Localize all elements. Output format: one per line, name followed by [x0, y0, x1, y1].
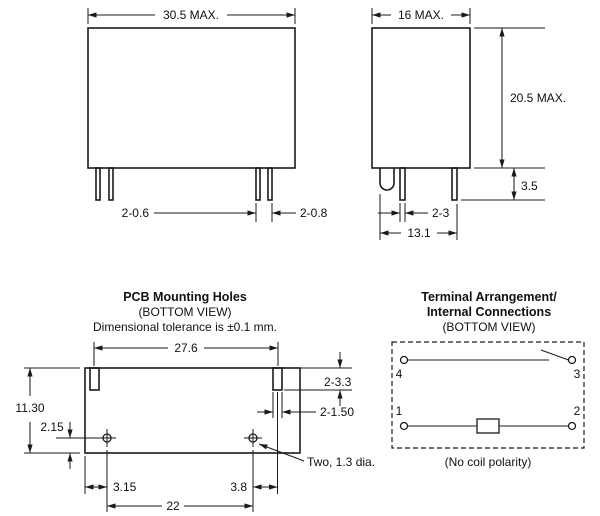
terminal-3-label: 3 [574, 367, 581, 381]
dim-3-8: 3.8 [230, 480, 247, 494]
switch-blade-line [540, 349, 569, 361]
terminal-view-label: (BOTTOM VIEW) [442, 320, 535, 334]
mounting-slot [272, 367, 283, 391]
relay-pin [108, 167, 114, 201]
dimension-width-30-5: 30.5 MAX. [87, 8, 296, 24]
pcb-view-label: (BOTTOM VIEW) [138, 305, 231, 319]
terminal-1-label: 1 [396, 404, 403, 418]
dimension-height-11-30: 11.30 [15, 367, 80, 454]
terminal-circle [399, 421, 409, 431]
dimension-front-pins: 2-0.6 2-0.8 [122, 203, 328, 222]
front-view-drawing: 30.5 MAX. 2-0.6 2-0.8 [87, 8, 328, 222]
dim-2-1-50: 2-1.50 [320, 405, 354, 419]
internal-connections-border [391, 341, 585, 449]
pcb-mounting-holes-drawing: PCB Mounting Holes (BOTTOM VIEW) Dimensi… [15, 290, 375, 513]
terminal-2-label: 2 [574, 404, 581, 418]
dimension-hole-offset-2-15: 2.15 [40, 420, 100, 469]
holes-note: Two, 1.3 dia. [307, 455, 375, 469]
dim-3-15: 3.15 [113, 480, 137, 494]
side-view-drawing: 16 MAX. 20.5 MAX. 3.5 2-3 13.1 [371, 8, 566, 240]
dim-11-30: 11.30 [15, 401, 44, 415]
terminal-4-label: 4 [396, 367, 403, 381]
terminal-title-line1: Terminal Arrangement/ [421, 290, 557, 304]
relay-pin [267, 167, 273, 201]
relay-side-outline [371, 27, 471, 169]
dim-20-5-max: 20.5 MAX. [510, 91, 566, 105]
dim-16-max: 16 MAX. [398, 8, 444, 22]
dim-2-3-3: 2-3.3 [324, 375, 352, 389]
pcb-footprint-outline [84, 367, 301, 454]
dim-2-3: 2-3 [432, 206, 450, 220]
terminal-circle [567, 421, 577, 431]
terminal-circle [567, 355, 577, 365]
dim-30-5-max: 30.5 MAX. [163, 8, 219, 22]
dimension-pin-width-2-3: 2-3 [378, 203, 450, 222]
pcb-title: PCB Mounting Holes [123, 290, 247, 304]
dimension-pin-length-3-5: 3.5 [461, 167, 545, 201]
dimension-slot-length-2-3-3: 2-3.3 [284, 352, 352, 406]
dim-13-1: 13.1 [407, 226, 431, 240]
dim-2-0-6: 2-0.6 [122, 206, 150, 220]
relay-pin [451, 167, 458, 201]
terminal-title-line2: Internal Connections [427, 305, 551, 319]
no-coil-polarity-note: (No coil polarity) [445, 455, 532, 469]
terminal-circle [399, 355, 409, 365]
dimension-slot-span-27-6: 27.6 [93, 341, 279, 366]
locating-pip [379, 168, 395, 191]
mounting-hole [244, 429, 262, 447]
relay-front-outline [87, 27, 296, 169]
dimension-base-13-1: 13.1 [379, 194, 458, 240]
relay-pin [399, 167, 406, 201]
dim-27-6: 27.6 [174, 341, 198, 355]
relay-pin [95, 167, 101, 201]
dim-2-15: 2.15 [40, 420, 64, 434]
mounting-slot [89, 367, 100, 391]
dimension-width-16: 16 MAX. [371, 8, 471, 24]
dim-3-5: 3.5 [521, 179, 538, 193]
mounting-hole [98, 429, 116, 447]
dimension-bottom-row: 3.15 3.8 22 [84, 450, 278, 513]
dimension-height-20-5: 20.5 MAX. [474, 27, 566, 168]
dim-2-0-8: 2-0.8 [300, 206, 328, 220]
terminal-arrangement-diagram: Terminal Arrangement/ Internal Connectio… [391, 290, 585, 469]
relay-pin [255, 167, 261, 201]
dim-22: 22 [166, 499, 180, 513]
holes-callout: Two, 1.3 dia. [258, 443, 375, 469]
pcb-tolerance-note: Dimensional tolerance is ±0.1 mm. [93, 320, 277, 334]
coil-symbol [476, 418, 500, 434]
dimension-slot-width-2-1-50: 2-1.50 [257, 392, 354, 419]
